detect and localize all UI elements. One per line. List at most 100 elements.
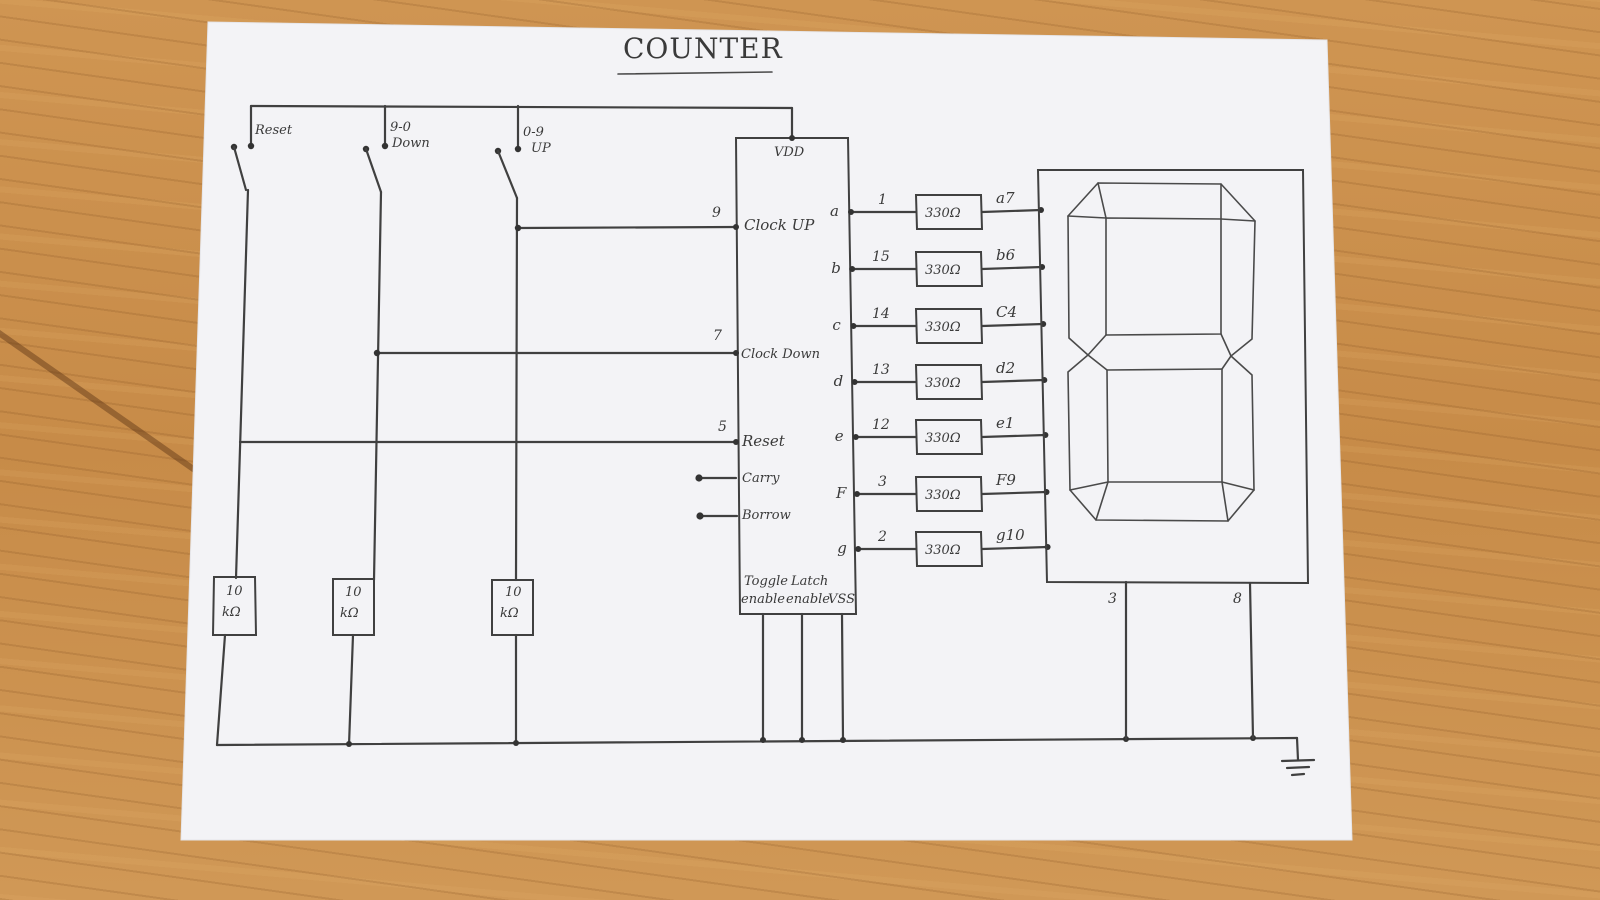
resistor-value: 330Ω <box>925 488 961 503</box>
switch-label-reset: Reset <box>254 123 293 138</box>
segment-letter: d <box>834 372 844 390</box>
resistor-330 <box>914 531 984 567</box>
switch-reset[interactable] <box>230 142 255 192</box>
junction-dot <box>799 737 805 743</box>
resistor-10k-down: 10 kΩ <box>332 578 375 636</box>
wire-resistor-to-display <box>980 322 1045 328</box>
segment-ic-pin: 1 <box>878 192 887 208</box>
display-common-pin-2: 8 <box>1233 591 1242 607</box>
resistor-value: 330Ω <box>925 320 961 335</box>
segment-ic-pin: 3 <box>878 474 887 490</box>
diagram-title: COUNTER <box>623 32 783 65</box>
segment-display-pin: e1 <box>996 414 1014 432</box>
ground-bus <box>215 736 1299 747</box>
ground-symbol <box>1280 736 1316 777</box>
ic-label-latch: Latch <box>790 574 828 589</box>
ic-label-clock-down: Clock Down <box>741 347 820 362</box>
ic-label-enable-1: enable <box>741 592 785 607</box>
segment-display-pin: g10 <box>996 526 1025 544</box>
switch-contact <box>381 142 389 150</box>
switch-label-up-2: UP <box>531 141 551 156</box>
segment-letter: b <box>831 259 841 277</box>
ic-label-carry: Carry <box>742 471 780 486</box>
pin-dot <box>854 491 860 497</box>
ic-pin-reset: 5 <box>718 419 727 435</box>
resistor-unit: kΩ <box>222 605 241 620</box>
switch-contact <box>514 145 522 153</box>
junction-dot <box>514 224 522 232</box>
segment-display-pin: b6 <box>996 246 1016 264</box>
resistor-value: 10 <box>226 584 243 599</box>
resistor-10k-reset: 10 kΩ <box>211 576 258 636</box>
wire-resistor-to-display <box>980 378 1046 384</box>
resistor-330 <box>914 419 984 455</box>
junction-dot <box>840 737 846 743</box>
segment-display-pin: d2 <box>996 359 1015 377</box>
display-common-wire-2 <box>1248 581 1255 740</box>
reset-line <box>234 188 250 580</box>
resistor-330 <box>914 476 984 512</box>
wire-clock-up <box>516 225 738 230</box>
wire-resistor-to-display <box>980 265 1044 271</box>
segment-display-pin: C4 <box>996 303 1017 321</box>
wire-r1-ground <box>215 633 227 747</box>
resistor-330 <box>914 308 984 344</box>
up-line <box>514 196 519 582</box>
paper-sheet <box>180 21 1353 841</box>
switch-label-down-1: 9-0 <box>390 120 411 135</box>
ic-pin-clock-up: 9 <box>712 205 721 221</box>
pin-dot <box>733 224 739 230</box>
pin-dot <box>849 266 856 272</box>
segment-rows: a1330Ωa7b15330Ωb6c14330ΩC4d13330Ωd2e1233… <box>830 189 1051 567</box>
ic-label-reset: Reset <box>741 432 786 450</box>
resistor-330 <box>914 194 984 230</box>
segment-letter: g <box>837 539 847 557</box>
pin-dot <box>850 323 857 329</box>
segment-letter: F <box>835 484 847 502</box>
segment-letter: c <box>832 316 841 334</box>
wire-vss <box>840 612 845 742</box>
pin-dot <box>733 439 739 445</box>
wire-resistor-to-display <box>980 490 1048 496</box>
display-common-pin-1: 3 <box>1108 591 1117 607</box>
resistor-330 <box>914 364 984 400</box>
ic-vdd-label: VDD <box>774 145 805 160</box>
pin-dot <box>733 350 739 356</box>
switch-lever <box>232 145 248 192</box>
switch-down[interactable] <box>362 142 389 194</box>
carry-terminal <box>695 474 703 482</box>
wire-r2-ground <box>347 633 355 747</box>
ic-label-vss: VSS <box>828 592 855 607</box>
resistor-value: 10 <box>505 585 522 600</box>
segment-letter: a <box>830 202 839 220</box>
switch-up[interactable] <box>494 145 522 200</box>
switch-contact <box>247 142 255 150</box>
junction-dot <box>513 740 519 746</box>
resistor-value: 330Ω <box>925 431 961 446</box>
ic-label-enable-2: enable <box>786 592 830 607</box>
switch-label-down-2: Down <box>391 136 430 151</box>
pin-dot <box>848 209 854 215</box>
seven-segment-display <box>1036 169 1310 585</box>
segment-ic-pin: 12 <box>872 417 890 433</box>
resistor-unit: kΩ <box>340 606 359 621</box>
ic-label-borrow: Borrow <box>741 508 791 523</box>
ic-label-clock-up: Clock UP <box>744 216 815 234</box>
title-underline <box>617 71 773 75</box>
segment-letter: e <box>835 427 844 445</box>
segment-row-d: d 13 330Ω d2 <box>834 359 1048 400</box>
segment-display-pin: a7 <box>996 189 1015 207</box>
borrow-terminal <box>696 512 704 520</box>
resistor-value: 330Ω <box>925 543 961 558</box>
pin-dot <box>855 546 862 552</box>
switch-lever <box>496 149 519 200</box>
resistor-value: 330Ω <box>925 376 961 391</box>
segment-ic-pin: 13 <box>872 362 890 378</box>
down-line <box>372 190 383 582</box>
